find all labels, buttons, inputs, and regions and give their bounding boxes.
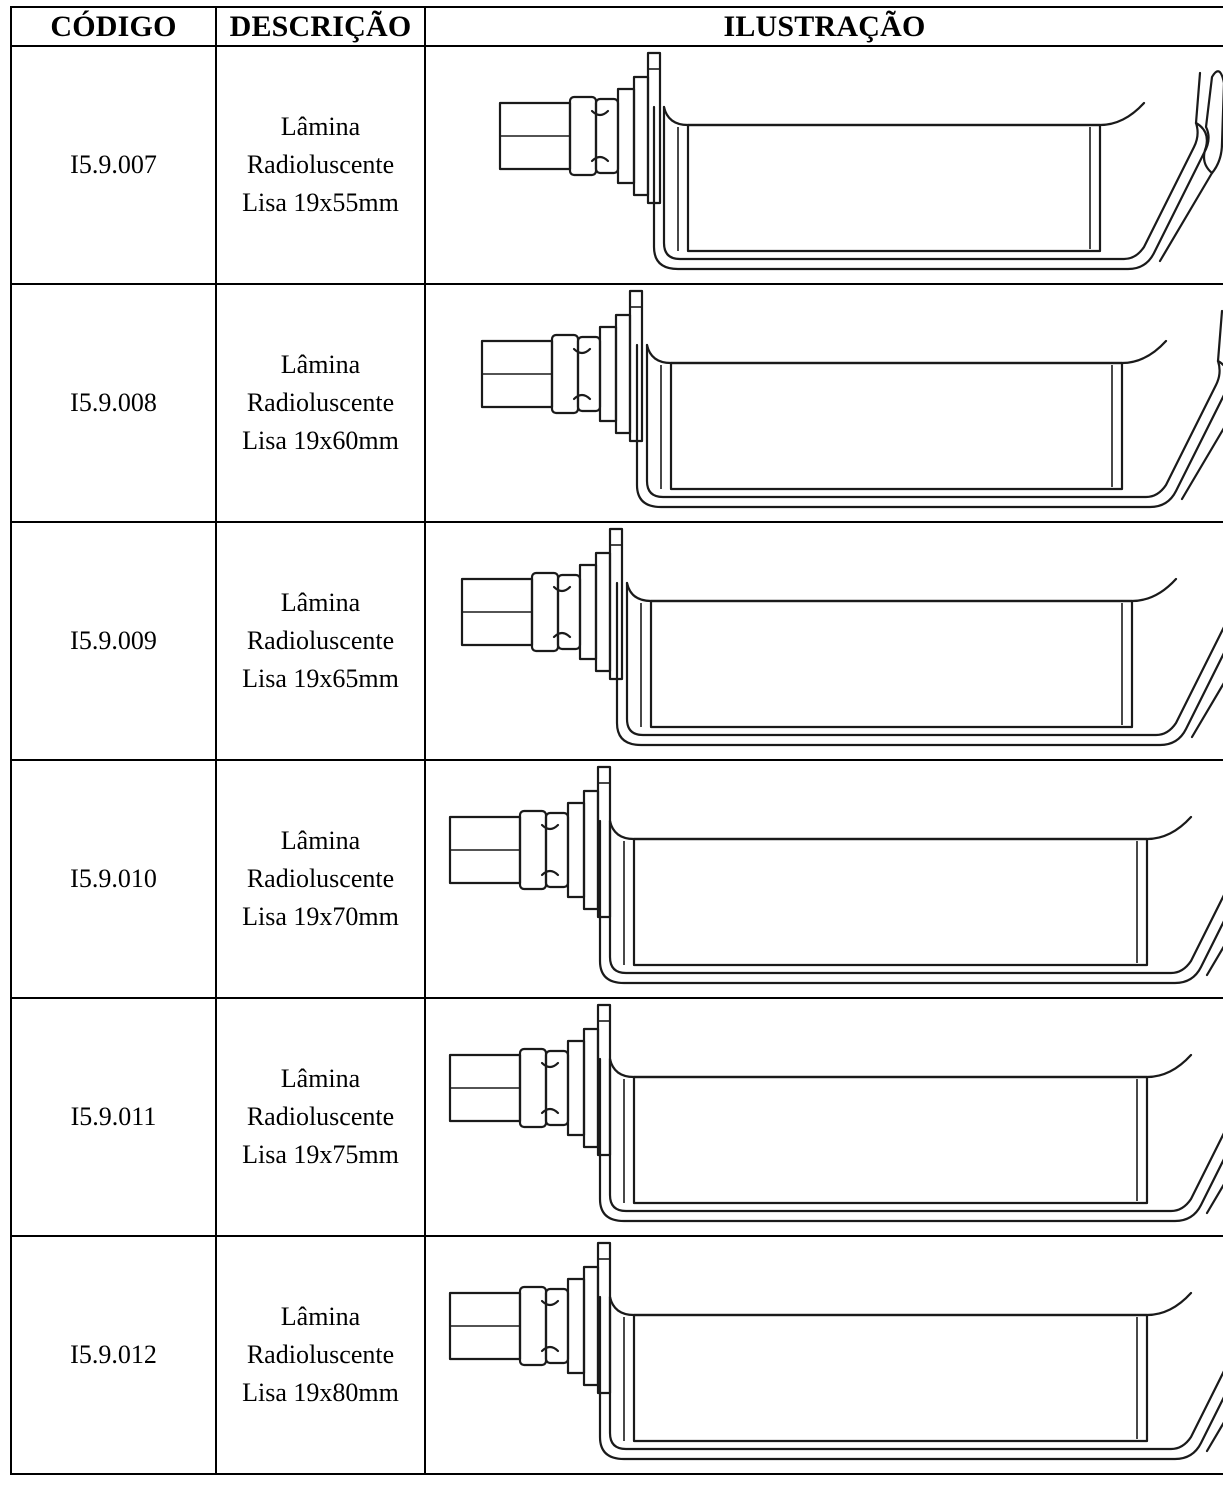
illustration-cell [424,759,1223,999]
product-description: Lâmina Radioluscente Lisa 19x65mm [215,521,426,761]
table-row: I5.9.009 Lâmina Radioluscente Lisa 19x65… [10,521,1223,761]
illustration-cell [424,283,1223,523]
product-code: I5.9.010 [10,759,217,999]
illustration-cell [424,521,1223,761]
description-line: Lisa 19x80mm [242,1378,399,1407]
header-code: CÓDIGO [10,6,217,47]
table-row: I5.9.012 Lâmina Radioluscente Lisa 19x80… [10,1235,1223,1475]
radiolucent-blade-drawing [448,1241,1223,1461]
header-row: CÓDIGO DESCRIÇÃO ILUSTRAÇÃO [10,6,1223,47]
description-line: Lisa 19x60mm [242,426,399,455]
header-illustration: ILUSTRAÇÃO [424,6,1223,47]
illustration-cell [424,1235,1223,1475]
description-line: Radioluscente [246,1340,395,1369]
description-line: Lisa 19x55mm [242,188,399,217]
description-line: Radioluscente [246,150,395,179]
description-line: Lâmina [280,1064,361,1093]
product-code: I5.9.007 [10,45,217,285]
radiolucent-blade-drawing [498,51,1223,271]
description-line: Lisa 19x75mm [242,1140,399,1169]
description-line: Lâmina [280,588,361,617]
description-line: Radioluscente [246,864,395,893]
product-description: Lâmina Radioluscente Lisa 19x75mm [215,997,426,1237]
description-line: Radioluscente [246,1102,395,1131]
table-row: I5.9.011 Lâmina Radioluscente Lisa 19x75… [10,997,1223,1237]
table-row: I5.9.007 Lâmina Radioluscente Lisa 19x55… [10,45,1223,285]
product-code: I5.9.011 [10,997,217,1237]
description-line: Lâmina [280,826,361,855]
product-description: Lâmina Radioluscente Lisa 19x70mm [215,759,426,999]
table-row: I5.9.008 Lâmina Radioluscente Lisa 19x60… [10,283,1223,523]
illustration-cell [424,45,1223,285]
product-table: CÓDIGO DESCRIÇÃO ILUSTRAÇÃO I5.9.007 Lâm… [10,6,1223,1475]
radiolucent-blade-drawing [448,1003,1223,1223]
description-line: Lâmina [280,350,361,379]
description-line: Lisa 19x70mm [242,902,399,931]
product-code: I5.9.009 [10,521,217,761]
radiolucent-blade-drawing [448,765,1223,985]
table-row: I5.9.010 Lâmina Radioluscente Lisa 19x70… [10,759,1223,999]
product-description: Lâmina Radioluscente Lisa 19x55mm [215,45,426,285]
product-description: Lâmina Radioluscente Lisa 19x80mm [215,1235,426,1475]
description-line: Lisa 19x65mm [242,664,399,693]
description-line: Radioluscente [246,388,395,417]
product-code: I5.9.012 [10,1235,217,1475]
radiolucent-blade-drawing [480,289,1223,509]
description-line: Radioluscente [246,626,395,655]
description-line: Lâmina [280,1302,361,1331]
illustration-cell [424,997,1223,1237]
header-description: DESCRIÇÃO [215,6,426,47]
description-line: Lâmina [280,112,361,141]
product-description: Lâmina Radioluscente Lisa 19x60mm [215,283,426,523]
product-code: I5.9.008 [10,283,217,523]
radiolucent-blade-drawing [460,527,1223,747]
